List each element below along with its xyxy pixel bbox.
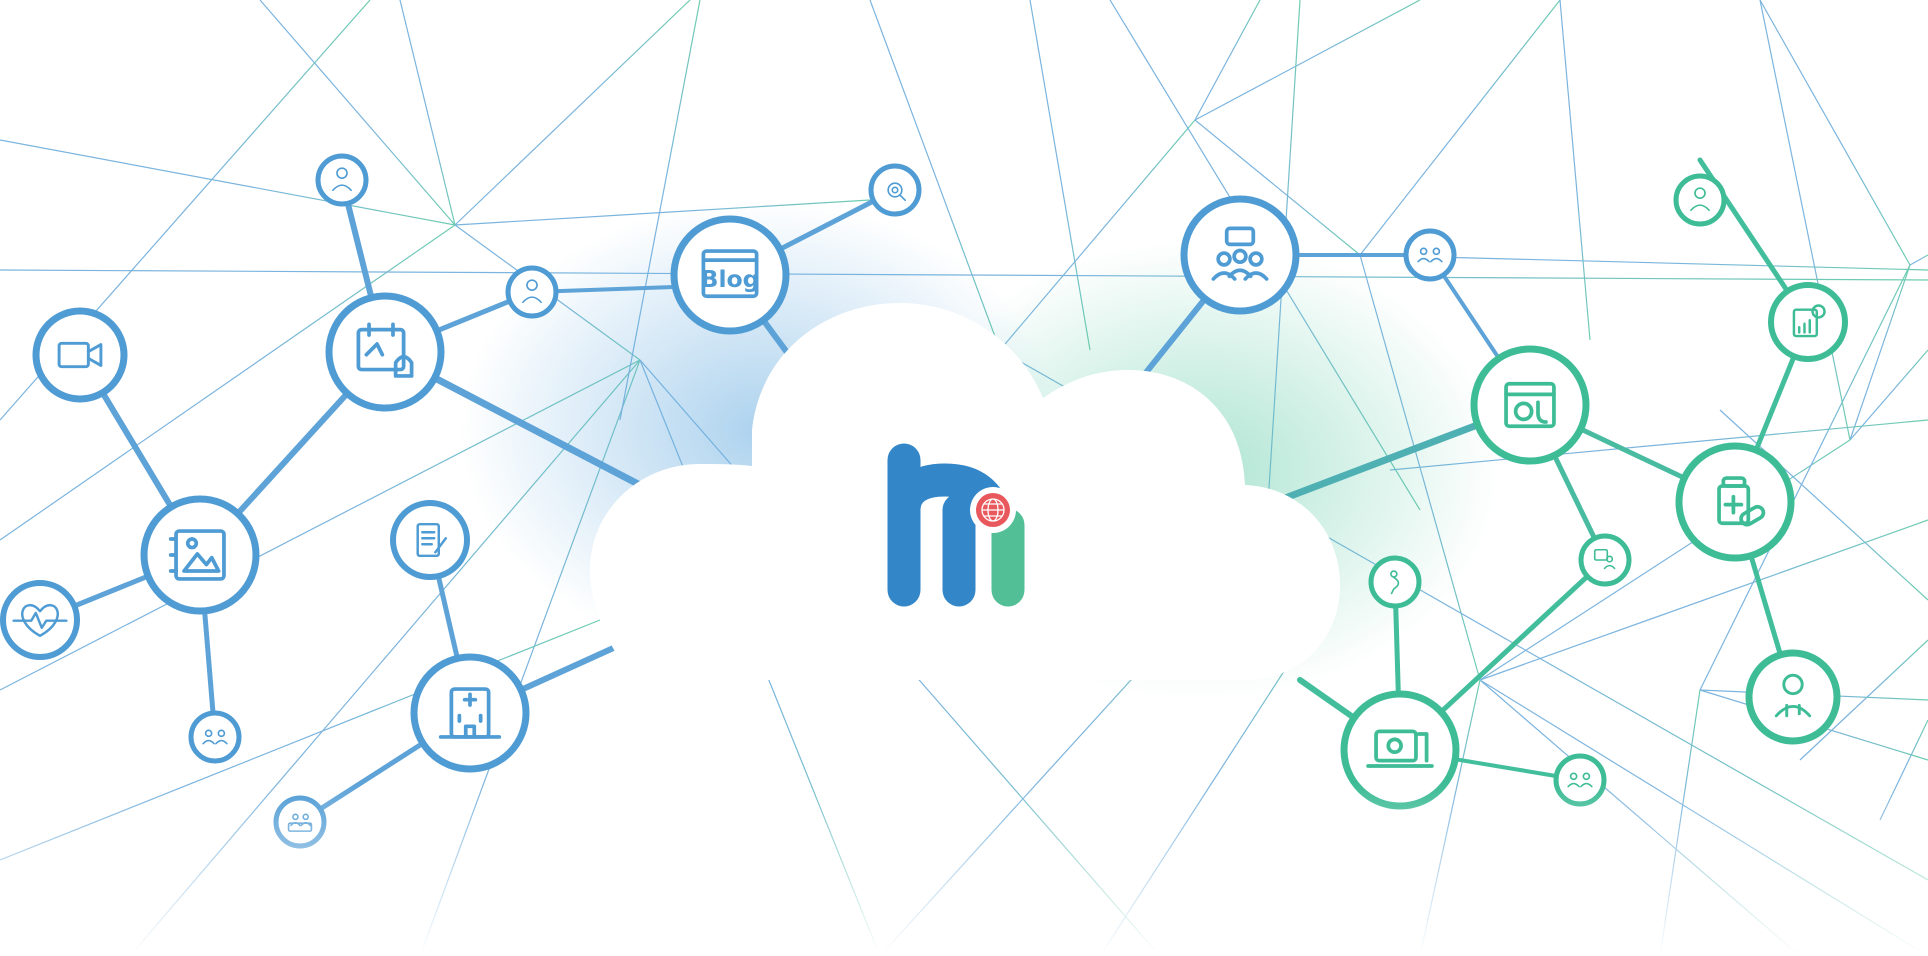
network-illustration: Blog	[0, 0, 1928, 956]
bottom-fade	[0, 0, 1928, 956]
network-canvas: Blog	[0, 0, 1928, 956]
